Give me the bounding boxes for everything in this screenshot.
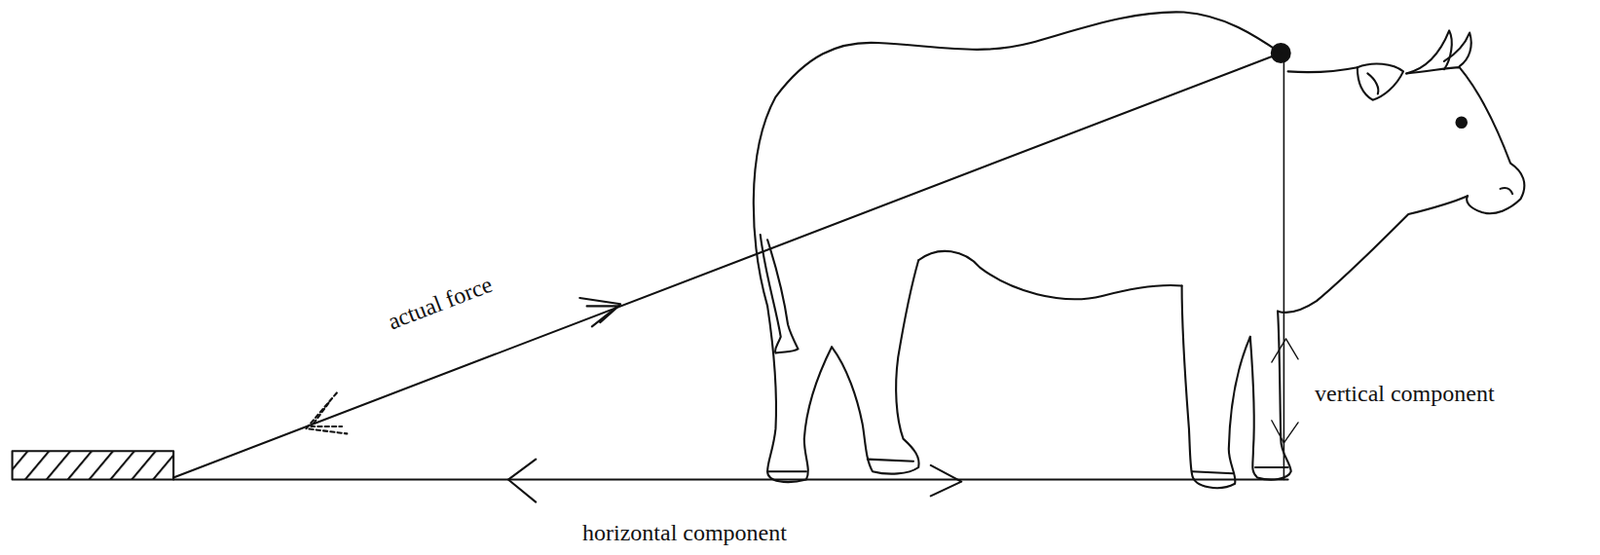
arrow-head xyxy=(311,403,342,427)
load-block xyxy=(12,450,175,480)
cow-drawing xyxy=(753,11,1526,488)
force-label: actual force xyxy=(384,272,496,335)
arrow-head xyxy=(1271,338,1299,363)
arrow-head xyxy=(579,297,621,327)
arrow-head xyxy=(508,459,536,503)
vertical-line xyxy=(1283,52,1286,480)
arrow-head xyxy=(305,392,347,434)
horizontal-line xyxy=(173,479,1288,482)
arrow-head xyxy=(1271,420,1299,444)
force-line xyxy=(173,52,1281,478)
vertical-label: vertical component xyxy=(1314,381,1495,406)
arrow-head xyxy=(930,465,962,496)
horizontal-label: horizontal component xyxy=(582,520,787,545)
